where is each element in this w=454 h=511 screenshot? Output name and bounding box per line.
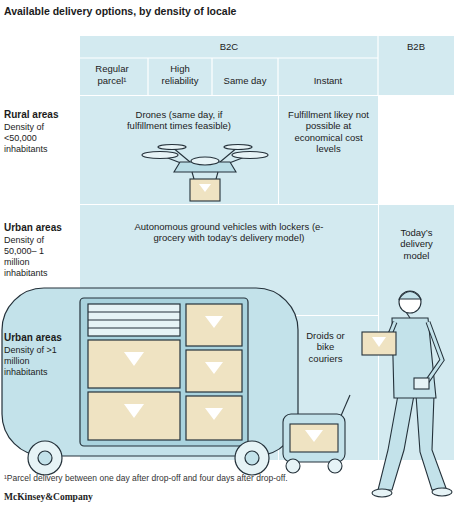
wheel-hub bbox=[38, 451, 52, 465]
parcel-arrow bbox=[205, 408, 223, 420]
vehicle-cell bbox=[80, 315, 278, 460]
locker-box bbox=[88, 392, 180, 440]
delivery-cell: Drones (same day, if fulfillment times f… bbox=[80, 96, 278, 204]
column-header: B2C bbox=[80, 41, 378, 53]
parcel-arrow bbox=[205, 316, 223, 328]
column-header: Same day bbox=[212, 75, 278, 87]
column-header: Regular parcel¹ bbox=[84, 63, 140, 86]
brand-mark: McKinsey&Company bbox=[4, 492, 204, 504]
delivery-cell: Autonomous ground vehicles with lockers … bbox=[80, 205, 378, 315]
courier-shoe bbox=[432, 488, 452, 496]
delivery-cell: Droids or bike couriers bbox=[279, 316, 378, 460]
parcel-arrow bbox=[205, 362, 223, 374]
cell-text: Drones (same day, if fulfillment times f… bbox=[118, 109, 240, 132]
wheel-hub bbox=[245, 451, 259, 465]
cell-text: Fulfillment likey not possible at econom… bbox=[287, 109, 370, 155]
droid-wheel bbox=[286, 459, 300, 473]
row-header: Density of >1 million inhabitants bbox=[4, 345, 64, 378]
locker-box bbox=[186, 350, 242, 392]
row-header: Density of <50,000 inhabitants bbox=[4, 122, 64, 155]
delivery-cell: Fulfillment likey not possible at econom… bbox=[279, 96, 378, 204]
header-band bbox=[80, 36, 454, 95]
vehicle-wheel bbox=[28, 441, 62, 475]
diagram-title: Available delivery options, by density o… bbox=[4, 5, 236, 17]
row-header: Rural areas bbox=[4, 109, 80, 121]
parcel-arrow bbox=[124, 352, 144, 366]
column-header: Instant bbox=[278, 75, 378, 87]
column-divider bbox=[277, 58, 278, 95]
column-header: B2B bbox=[378, 41, 454, 53]
locker-frame bbox=[80, 298, 248, 446]
courier-shoe bbox=[372, 489, 392, 497]
parcel-arrow bbox=[124, 404, 144, 418]
vehicle-illustration bbox=[2, 288, 298, 475]
cell-text: Today’s delivery model bbox=[389, 227, 444, 261]
shutter-line bbox=[88, 327, 180, 328]
delivery-cell: Today’s delivery model bbox=[379, 205, 454, 460]
column-divider bbox=[147, 58, 148, 95]
row-header: Density of 50,000– 1 million inhabitants bbox=[4, 235, 50, 279]
cell-text: Droids or bike couriers bbox=[303, 330, 348, 364]
header-divider bbox=[80, 57, 378, 58]
shutter-line bbox=[88, 319, 180, 320]
column-divider bbox=[377, 36, 378, 95]
locker-box bbox=[88, 340, 180, 388]
column-header: High reliability bbox=[151, 63, 209, 86]
column-divider bbox=[211, 58, 212, 95]
vehicle-wheel bbox=[235, 441, 269, 475]
footnote: ¹Parcel delivery between one day after d… bbox=[4, 473, 288, 483]
row-header: Urban areas bbox=[4, 222, 80, 234]
droid-wheel bbox=[328, 459, 342, 473]
row-header: Urban areas bbox=[4, 332, 80, 344]
cell-text: Autonomous ground vehicles with lockers … bbox=[125, 221, 333, 244]
locker-box bbox=[186, 396, 242, 440]
